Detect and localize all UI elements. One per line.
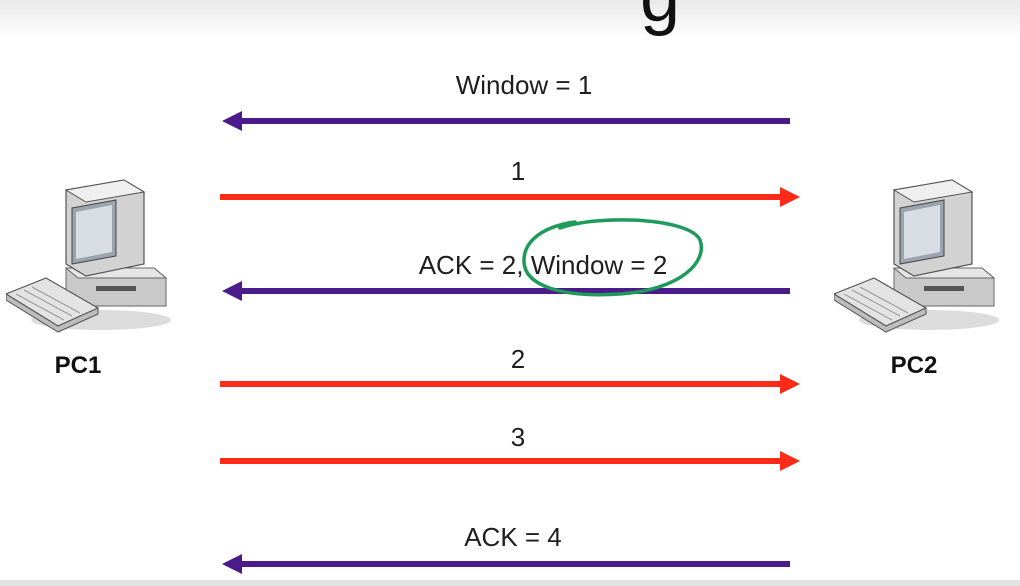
message-label-ack-4: ACK = 4: [464, 522, 562, 552]
partial-title-glyph: g: [640, 0, 680, 38]
arrow-ack-2-window-2: [222, 281, 790, 301]
arrow-seg-2: [220, 374, 800, 394]
arrow-window-1: [222, 111, 790, 131]
message-label-window-1: Window = 1: [455, 70, 593, 100]
arrow-seg-3: [220, 451, 800, 471]
desktop-computer-icon: [834, 179, 999, 333]
arrow-seg-1: [220, 187, 800, 207]
bottom-edge: [0, 580, 1020, 586]
message-label-seg-3: 3: [510, 422, 526, 452]
pc1-label: PC1: [54, 352, 102, 379]
message-label-seg-2: 2: [510, 344, 526, 374]
annotation-circle: [522, 218, 704, 297]
desktop-computer-icon: [6, 179, 171, 333]
arrow-ack-4: [222, 554, 790, 574]
pc2-label: PC2: [890, 352, 938, 379]
message-label-ack-2-window-2: ACK = 2, Window = 2: [418, 250, 668, 280]
message-label-seg-1: 1: [510, 156, 526, 186]
